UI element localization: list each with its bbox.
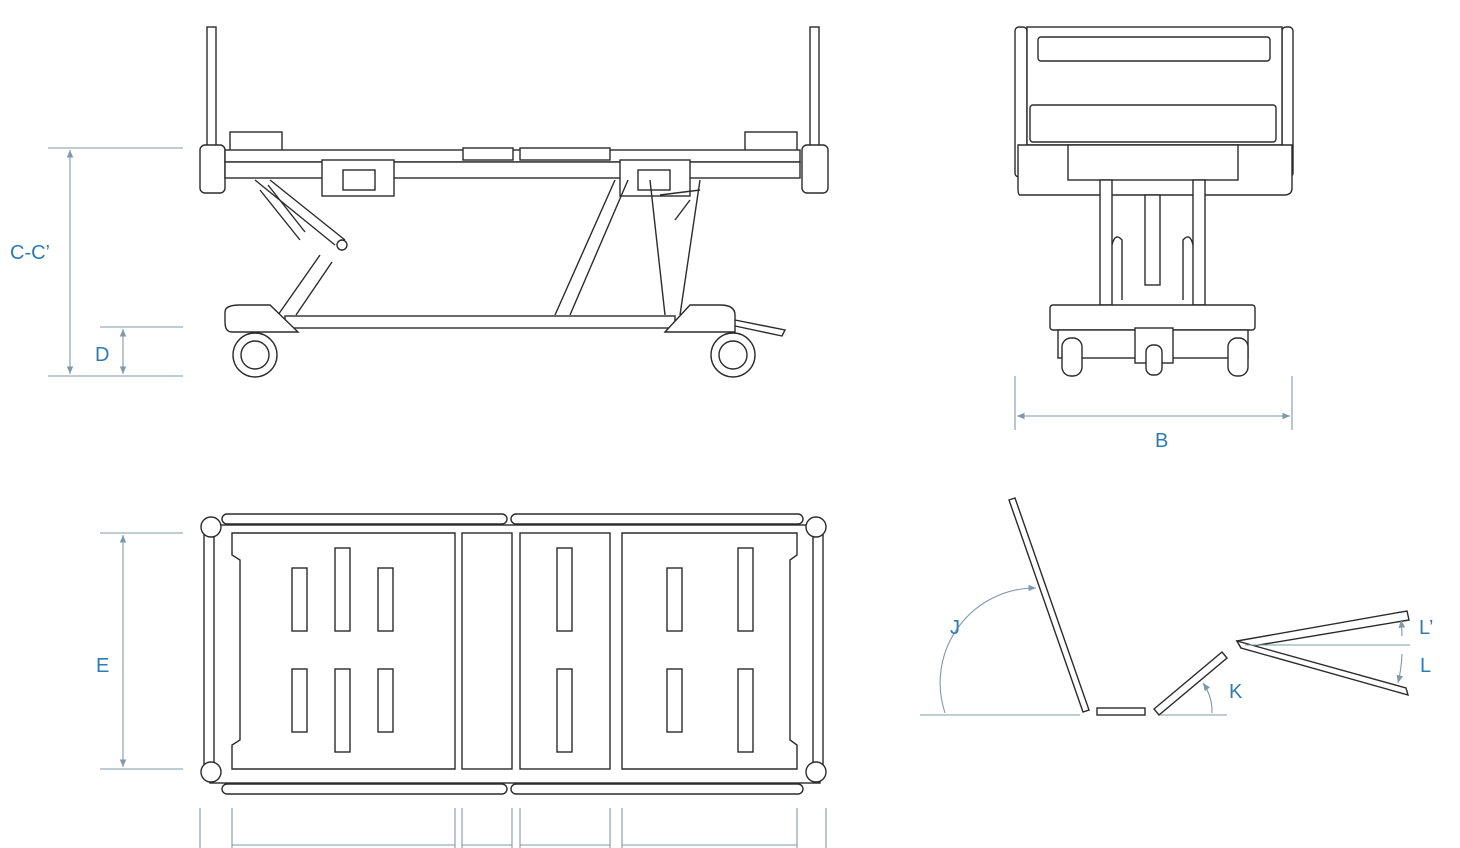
width-label: B [1155, 430, 1169, 452]
backrest-angle-label: J [950, 617, 960, 639]
trendelenburg-label: L [1420, 655, 1432, 677]
knee-angle-label: K [1229, 681, 1243, 703]
width-dimension [1014, 376, 1293, 430]
side-view [199, 26, 829, 378]
reverse-trendelenburg-label: L’ [1419, 617, 1434, 639]
top-view [200, 513, 827, 795]
deck-width-label: E [96, 655, 110, 677]
height-label: C-C’ [10, 242, 50, 264]
end-view [1014, 26, 1294, 377]
deck-width-dimension [100, 532, 827, 848]
height-dimension [48, 147, 183, 377]
clearance-label: D [95, 344, 110, 366]
angle-view [920, 497, 1410, 716]
